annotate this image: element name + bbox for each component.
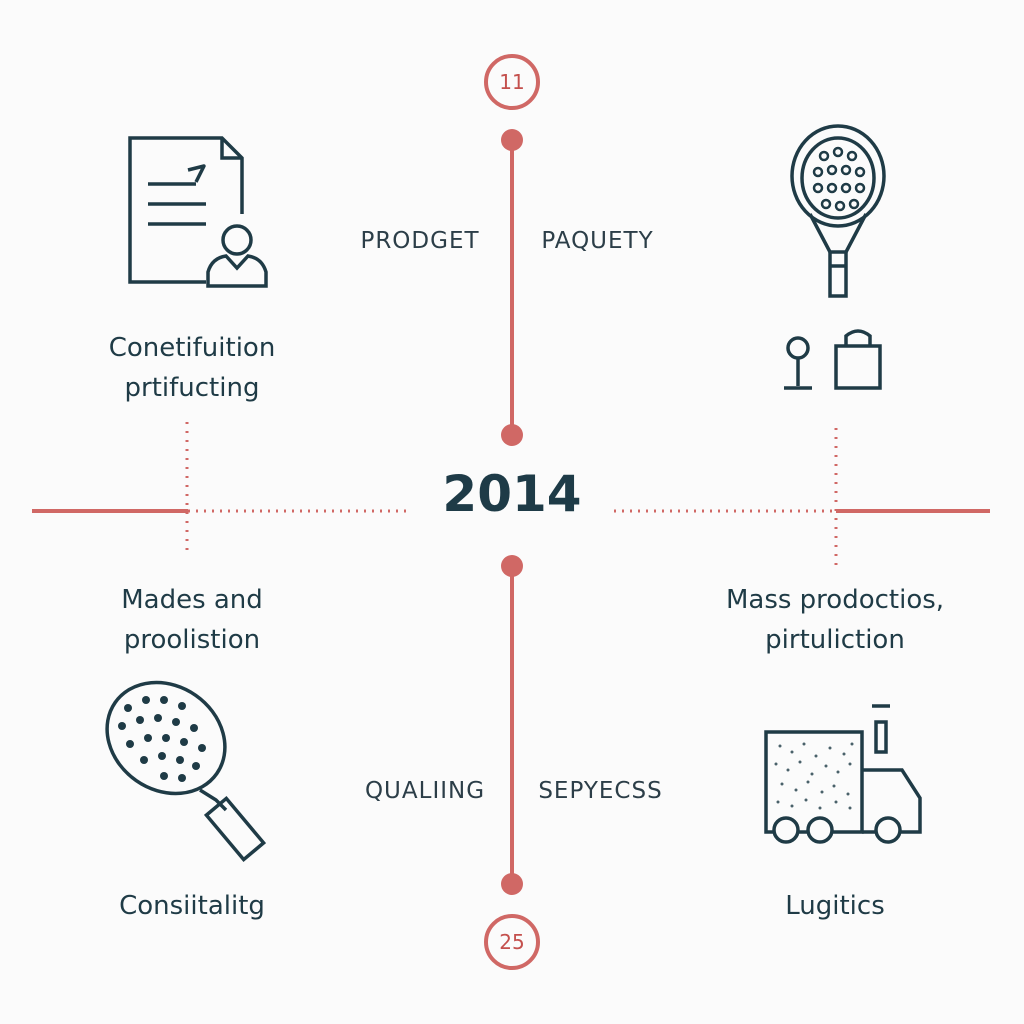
racket-icon (105, 680, 267, 863)
upper-bottom-node (501, 424, 523, 446)
bottom-right-label: Lugitics (785, 891, 885, 921)
bottom-badge: 25 (484, 914, 540, 970)
bottom-left-tag: QUALIING (364, 778, 486, 804)
bag-icon (834, 329, 882, 390)
top-badge: 11 (484, 54, 540, 110)
q3-label-line2: proolistion (123, 625, 261, 655)
bottom-right-tag: SEPYECSS (538, 778, 663, 804)
q4-label-line2: pirtuliction (765, 625, 905, 655)
top-left-tag: PRODGET (360, 228, 480, 254)
lower-top-node (501, 555, 523, 577)
lower-bottom-node (501, 873, 523, 895)
q3-label-line1: Mades and (121, 585, 263, 615)
q1-label-line1: Conetifuition (108, 333, 276, 363)
q4-label-line1: Mass prodoctios, (725, 585, 945, 615)
bottom-left-label: Consiitalitg (119, 891, 265, 921)
truck-icon (764, 704, 922, 844)
pin-icon (784, 336, 812, 390)
center-year: 2014 (442, 465, 582, 523)
padel-racket-icon (790, 124, 886, 298)
top-right-tag: PAQUETY (541, 228, 654, 254)
document-person-icon (128, 136, 268, 288)
upper-top-node (501, 129, 523, 151)
q1-label-line2: prtifucting (124, 373, 260, 403)
